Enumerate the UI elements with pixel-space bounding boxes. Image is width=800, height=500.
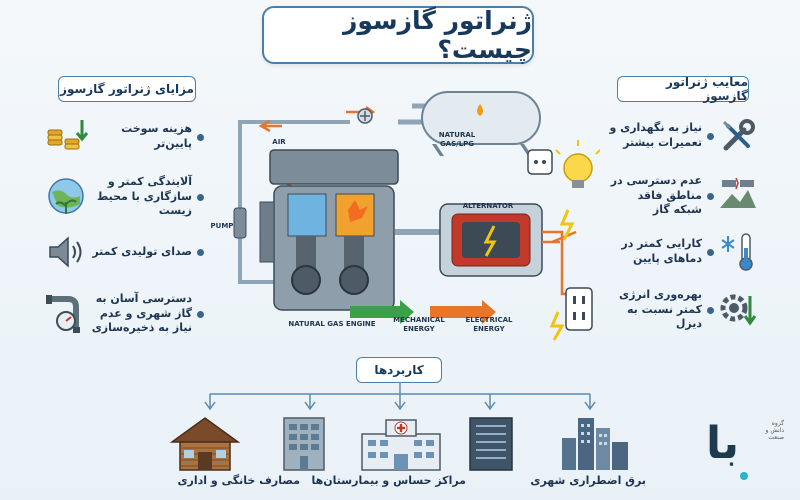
light-bulb-icon	[555, 140, 600, 188]
engine-label: NATURAL GAS ENGINE	[288, 320, 376, 328]
thermometer-snow-icon	[721, 233, 753, 271]
advantage-item: صدای تولیدی کمتر	[44, 232, 204, 272]
lightning-icon	[549, 311, 565, 341]
logo-tagline-line: صنعت	[768, 434, 784, 442]
mechanical-label-2: ENERGY	[403, 325, 435, 333]
city-icon	[562, 418, 628, 470]
electrical-label-1: ELECTRICAL	[465, 316, 513, 324]
disadvantage-label: نیاز به نگهداری و تعمیرات بیشتر	[609, 121, 702, 149]
lightning-icon	[559, 209, 575, 241]
coins-icon	[47, 120, 89, 150]
gas-pipe-icon	[46, 295, 80, 333]
flow-arrow	[258, 119, 282, 133]
tank-label-2: GAS/LPG	[439, 140, 475, 148]
electrical-label-2: ENERGY	[473, 325, 505, 333]
broken-pipe-icon	[720, 177, 756, 208]
applications-connector	[204, 382, 596, 411]
bullet	[707, 192, 714, 200]
bullet	[197, 310, 204, 318]
pump-label: PUMP	[210, 222, 234, 230]
generator-diagram	[233, 91, 600, 341]
disadvantage-label: بهره‌وری انرژی کمتر نسبت به دیزل	[619, 287, 702, 331]
flame-icon	[477, 104, 483, 116]
disadvantage-item: نیاز به نگهداری و تعمیرات بیشتر	[608, 114, 758, 158]
application-label-city: برق اضطراری شهری	[530, 474, 646, 487]
mechanical-energy-arrow	[350, 300, 414, 324]
bullet	[197, 248, 204, 256]
disadvantage-item: عدم دسترسی در مناطق فاقد شبکه گاز	[608, 172, 758, 220]
logo-tagline: گروه دانش و صنعت	[750, 420, 784, 442]
logo-dot	[740, 472, 748, 480]
wrench-screwdriver-icon	[722, 119, 755, 151]
bullet	[197, 193, 204, 201]
title-box: ژنراتور گازسوز چیست؟	[262, 6, 534, 64]
pump	[233, 207, 247, 239]
page-title: ژنراتور گازسوز چیست؟	[342, 6, 532, 64]
alternator-label: ALTERNATOR	[462, 202, 514, 210]
bullet	[707, 306, 714, 314]
globe-plant-icon	[48, 178, 84, 214]
tank-label-1: NATURAL	[438, 131, 476, 139]
advantage-label: هزینه سوخت پایین‌تر	[121, 122, 192, 150]
advantage-item: دسترسی آسان به گاز شهری و عدم نیاز به ذخ…	[44, 286, 204, 342]
applications-heading-text: کاربردها	[374, 363, 424, 377]
advantages-heading-text: مزایای ژنراتور گازسوز	[60, 82, 194, 96]
power-socket-icon	[527, 149, 553, 175]
speaker-icon	[49, 236, 82, 268]
advantage-item: هزینه سوخت پایین‌تر	[44, 114, 204, 160]
logo-mark: با	[706, 418, 740, 469]
disadvantage-item: کارایی کمتر در دماهای پایین	[608, 230, 758, 274]
advantage-label: دسترسی آسان به گاز شهری و عدم نیاز به ذخ…	[91, 291, 192, 335]
office-building-icon	[283, 417, 325, 471]
disadvantages-heading: معایب ژنراتور گازسوز	[617, 75, 749, 103]
advantage-item: آلایندگی کمتر و سازگاری با محیط زیست	[44, 172, 204, 222]
alternator	[439, 203, 543, 277]
power-outlet-icon	[565, 287, 593, 331]
advantage-label: آلایندگی کمتر و سازگاری با محیط زیست	[96, 174, 192, 218]
application-label-hospital: مراکز حساس و بیمارستان‌ها	[311, 474, 466, 487]
logo-tagline-line: دانش و	[765, 427, 784, 435]
advantages-heading: مزایای ژنراتور گازسوز	[58, 76, 196, 102]
logo-tagline-line: گروه	[771, 420, 784, 427]
disadvantage-item: بهره‌وری انرژی کمتر نسبت به دیزل	[608, 286, 758, 334]
gas-engine	[259, 149, 399, 311]
power-wire	[542, 230, 566, 296]
hospital-icon	[361, 419, 441, 471]
application-label-home: مصارف خانگی و اداری	[177, 474, 300, 487]
gear-arrow-icon	[720, 294, 757, 326]
data-center-icon	[469, 417, 513, 471]
bullet	[197, 133, 204, 141]
applications-heading: کاربردها	[356, 357, 442, 383]
electrical-energy-arrow	[430, 300, 496, 324]
air-label: AIR	[272, 138, 286, 146]
brand-logo: با گروه دانش و صنعت	[706, 420, 786, 490]
bullet	[707, 132, 714, 140]
disadvantages-heading-text: معایب ژنراتور گازسوز	[665, 75, 748, 103]
mechanical-label-1: MECHANICAL	[393, 316, 445, 324]
disadvantage-label: عدم دسترسی در مناطق فاقد شبکه گاز	[610, 173, 702, 217]
disadvantage-label: کارایی کمتر در دماهای پایین	[621, 237, 702, 265]
house-icon	[169, 417, 241, 471]
advantage-label: صدای تولیدی کمتر	[92, 244, 192, 258]
bullet	[707, 248, 714, 256]
